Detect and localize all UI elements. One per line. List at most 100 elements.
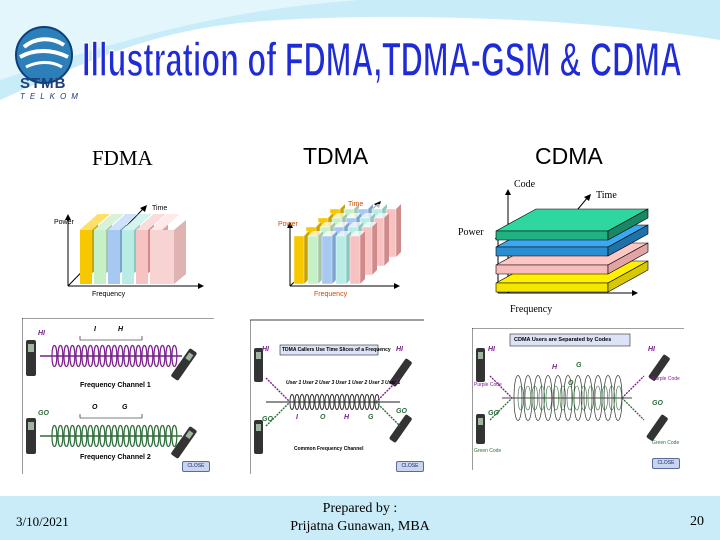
fdma-close-button[interactable]: CLOSE	[182, 461, 210, 472]
cdma-o-label: O	[568, 380, 574, 387]
phone-icon	[389, 414, 412, 443]
tdma-user-label: User 3	[368, 380, 384, 386]
cdma-wave-green	[517, 385, 622, 411]
footer-prepared-by: Prepared by : Prijatna Gunawan, MBA	[260, 500, 460, 536]
cdma-purple-code-right: Purple Code	[652, 376, 680, 382]
tdma-letter-label: O	[320, 414, 326, 421]
tdma-block	[335, 235, 347, 285]
tdma-block	[307, 235, 319, 285]
slide-number: 20	[690, 514, 704, 529]
tdma-close-button[interactable]: CLOSE	[396, 461, 424, 472]
author-name: Prijatna Gunawan, MBA	[290, 519, 430, 534]
cdma-panel-art	[472, 328, 684, 470]
fdma-hi-label: HI	[38, 330, 45, 337]
cdma-go-right: GO	[652, 400, 663, 407]
fdma-g-label: G	[122, 404, 128, 411]
frequency-channel-1-label: Frequency Channel 1	[80, 382, 151, 389]
cdma-code-label: Code	[514, 179, 536, 190]
cdma-frequency-label: Frequency	[510, 304, 552, 315]
phone-icon	[171, 426, 197, 459]
cdma-purple-code-left: Purple Code	[474, 382, 502, 388]
phone-icon	[26, 340, 36, 376]
tdma-power-label: Power	[278, 221, 299, 228]
tdma-user-label: User 3	[319, 380, 335, 386]
tdma-time-label: Time	[348, 201, 363, 208]
cdma-header-box	[509, 333, 631, 347]
fdma-slab-4	[122, 230, 134, 284]
cdma-panel: CDMA Users are Separated by Codes HI HI …	[472, 328, 684, 470]
tdma-user-label: User 1	[286, 380, 302, 386]
header-band	[0, 0, 720, 100]
tdma-panel-art	[250, 319, 424, 474]
slide-title: Illustration of FDMA,TDMA-GSM & CDMA	[81, 32, 682, 88]
fdma-slabs	[80, 214, 186, 284]
tdma-block	[293, 235, 305, 285]
cdma-close-button[interactable]: CLOSE	[652, 458, 680, 469]
fdma-time-label: Time	[152, 205, 167, 212]
cdma-green-code-right: Green Code	[652, 440, 680, 446]
cdma-go-left: GO	[488, 410, 499, 417]
tdma-block	[349, 235, 361, 285]
tdma-block	[321, 235, 333, 285]
fdma-i-label: I	[94, 326, 96, 333]
frequency-channel-2-wave	[51, 424, 178, 448]
fdma-h-label: H	[118, 326, 124, 333]
phone-icon	[476, 414, 485, 444]
tdma-frequency-label: Frequency	[314, 291, 348, 298]
tdma-letter-label: G	[368, 414, 374, 421]
tdma-diagram: Power Time Frequency	[278, 201, 401, 298]
cdma-power-label: Power	[458, 227, 484, 238]
fdma-o-label: O	[92, 404, 98, 411]
cdma-h-label: H	[552, 364, 558, 371]
footer-band	[0, 496, 720, 540]
title-text: Illustration of FDMA,TDMA-GSM & CDMA	[82, 32, 682, 86]
tdma-user-label: User 1	[385, 380, 401, 386]
logo-subtitle: TELKOM	[20, 92, 83, 101]
common-channel-wave	[289, 394, 380, 410]
fdma-diagram: Power Time Frequency	[54, 205, 204, 298]
frequency-channel-1-wave	[51, 344, 178, 368]
tdma-user-label: User 2	[302, 380, 318, 386]
fdma-slab-2	[94, 230, 106, 284]
phone-icon	[171, 348, 197, 381]
fdma-panel-art	[22, 318, 214, 474]
cdma-hi-left: HI	[488, 346, 495, 353]
tdma-go-left: GO	[262, 416, 273, 423]
prepared-label: Prepared by :	[322, 501, 398, 516]
common-channel-label: Common Frequency Channel	[294, 446, 364, 452]
tdma-user-label: User 1	[335, 380, 351, 386]
stmb-logo	[15, 26, 73, 84]
phone-icon	[26, 418, 36, 454]
fdma-slab-3	[108, 230, 120, 284]
fdma-go-label: GO	[38, 410, 49, 417]
tdma-blocks	[293, 204, 401, 285]
fdma-slab-5	[136, 230, 148, 284]
phone-icon	[648, 354, 670, 381]
cdma-hi-right: HI	[648, 346, 655, 353]
cdma-layers	[495, 208, 649, 293]
fdma-label: FDMA	[92, 146, 153, 170]
footer-date: 3/10/2021	[16, 514, 69, 529]
phone-icon	[389, 358, 412, 387]
phone-icon	[254, 348, 263, 382]
cdma-g-label: G	[576, 362, 582, 369]
logo-name: STMB	[20, 75, 67, 92]
cdma-diagram: Code Time Power Frequency	[458, 179, 649, 315]
tdma-hi-left: HI	[262, 346, 269, 353]
fdma-slab-6	[150, 230, 174, 284]
cdma-time-label: Time	[596, 190, 617, 201]
tdma-header-box	[279, 344, 379, 356]
fdma-slab-1	[80, 230, 92, 284]
phone-icon	[646, 414, 668, 441]
phone-icon	[476, 348, 485, 382]
tdma-go-right: GO	[396, 408, 407, 415]
frequency-channel-2-label: Frequency Channel 2	[80, 454, 151, 461]
fdma-power-label: Power	[54, 219, 75, 226]
tdma-letter-label: H	[344, 414, 350, 421]
tdma-user-label: User 2	[352, 380, 368, 386]
cdma-label: CDMA	[535, 143, 603, 169]
cdma-green-code-left: Green Code	[474, 448, 502, 454]
phone-icon	[254, 420, 263, 454]
fdma-frequency-label: Frequency	[92, 291, 126, 298]
